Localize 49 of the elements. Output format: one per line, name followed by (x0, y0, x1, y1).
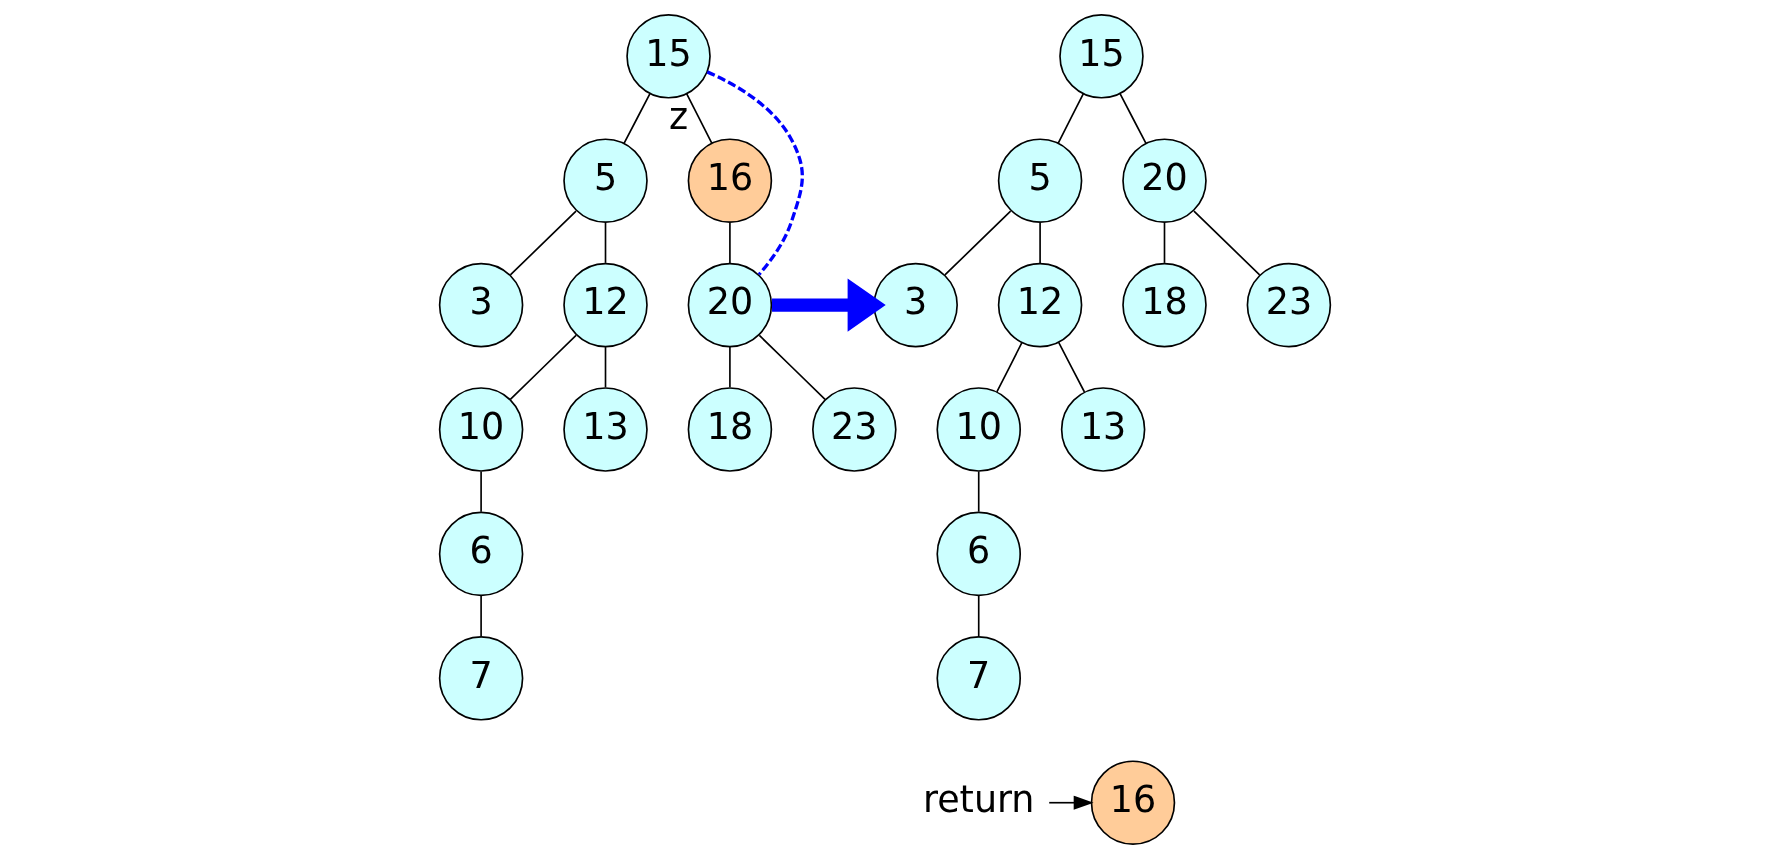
node-circle: 18 (687, 387, 772, 472)
connector (728, 346, 731, 389)
connector (604, 221, 606, 264)
node-circle: 13 (562, 387, 648, 472)
connector (995, 341, 1023, 393)
node-circle: 20 (1121, 138, 1207, 223)
connector (977, 595, 980, 637)
node-circle: 13 (1060, 387, 1145, 472)
node-circle: 5 (562, 138, 648, 223)
node-circle: 7 (935, 636, 1021, 721)
node-circle: 3 (872, 262, 958, 348)
node-circle: 10 (438, 387, 523, 472)
connector (479, 595, 482, 637)
connector (1192, 210, 1260, 276)
arrow (771, 278, 886, 332)
connector (758, 334, 826, 401)
connector (604, 346, 606, 389)
node-circle: 23 (811, 387, 897, 472)
connector (706, 70, 804, 276)
node-circle: 23 (1246, 262, 1331, 348)
node-circle: 15 (625, 14, 711, 99)
node-circle: 12 (562, 262, 648, 348)
node-circle: 18 (1121, 262, 1207, 348)
connector (1057, 341, 1085, 393)
connector (977, 470, 980, 513)
connector (1038, 221, 1041, 264)
node-circle: 20 (687, 262, 772, 348)
node-text: return (922, 778, 1034, 821)
connector (1163, 221, 1165, 264)
connector (1056, 92, 1084, 144)
connector (479, 470, 482, 513)
node-circle: 15 (1058, 14, 1144, 99)
node-circle: 7 (438, 636, 523, 721)
connector (943, 210, 1011, 276)
connector (509, 334, 577, 401)
node-circle: 12 (997, 262, 1082, 348)
connector (509, 210, 577, 276)
connector (1118, 92, 1147, 144)
node-circle: 16 (687, 138, 772, 223)
connector (622, 92, 651, 144)
connector (728, 221, 731, 264)
node-circle: 3 (438, 262, 523, 348)
arrow (1047, 795, 1094, 810)
node-circle: 5 (997, 138, 1082, 223)
node-circle: 10 (935, 387, 1021, 472)
node-circle: 16 (1090, 760, 1175, 845)
connector (685, 92, 713, 144)
node-circle: 6 (438, 511, 523, 597)
node-circle: 6 (935, 511, 1021, 597)
